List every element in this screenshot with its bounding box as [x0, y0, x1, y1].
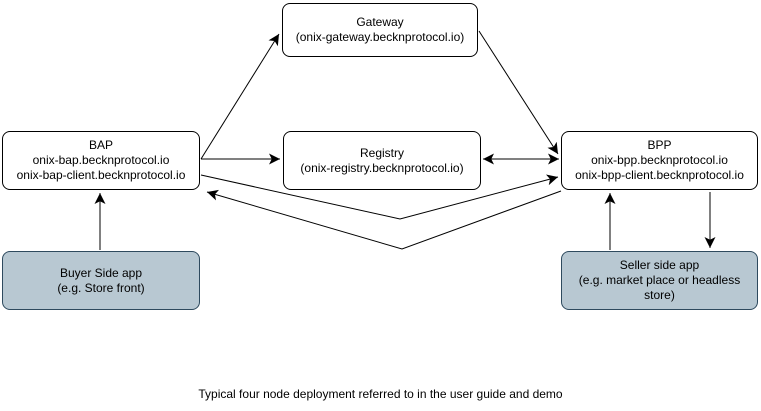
node-bpp-title: BPP	[647, 138, 672, 152]
node-registry-title: Registry	[359, 145, 404, 160]
node-buyer-app-title: Buyer Side app	[59, 265, 143, 280]
edge-gateway-bpp	[478, 30, 559, 155]
node-bap-domain: onix-bap.becknprotocol.io	[32, 153, 170, 167]
node-buyer-app-subtitle: (e.g. Store front)	[57, 280, 145, 295]
node-bap: BAP onix-bap.becknprotocol.io onix-bap-c…	[2, 131, 200, 190]
node-bpp-client-domain: onix-bpp-client.becknprotocol.io	[575, 168, 744, 182]
edge-bap-gateway	[200, 33, 280, 160]
node-registry: Registry (onix-registry.becknprotocol.io…	[283, 131, 481, 190]
node-bpp-domain: onix-bpp.becknprotocol.io	[591, 153, 728, 167]
node-gateway-subtitle: (onix-gateway.becknprotocol.io)	[295, 30, 465, 44]
edge-bap-bpp	[200, 174, 559, 220]
node-buyer-app: Buyer Side app (e.g. Store front)	[2, 251, 200, 310]
edge-bpp-bap	[206, 189, 562, 250]
node-bap-title: BAP	[88, 138, 113, 152]
node-seller-app: Seller side app (e.g. market place or he…	[561, 251, 758, 310]
node-gateway-title: Gateway	[356, 15, 404, 29]
node-seller-app-title: Seller side app	[619, 258, 700, 272]
node-gateway: Gateway (onix-gateway.becknprotocol.io)	[282, 3, 478, 57]
diagram-caption: Typical four node deployment referred to…	[198, 387, 563, 401]
node-seller-app-subtitle: (e.g. market place or headless store)	[578, 273, 741, 302]
node-bpp: BPP onix-bpp.becknprotocol.io onix-bpp-c…	[561, 131, 758, 190]
node-bap-client-domain: onix-bap-client.becknprotocol.io	[16, 168, 186, 182]
node-registry-subtitle: (onix-registry.becknprotocol.io)	[300, 160, 464, 175]
